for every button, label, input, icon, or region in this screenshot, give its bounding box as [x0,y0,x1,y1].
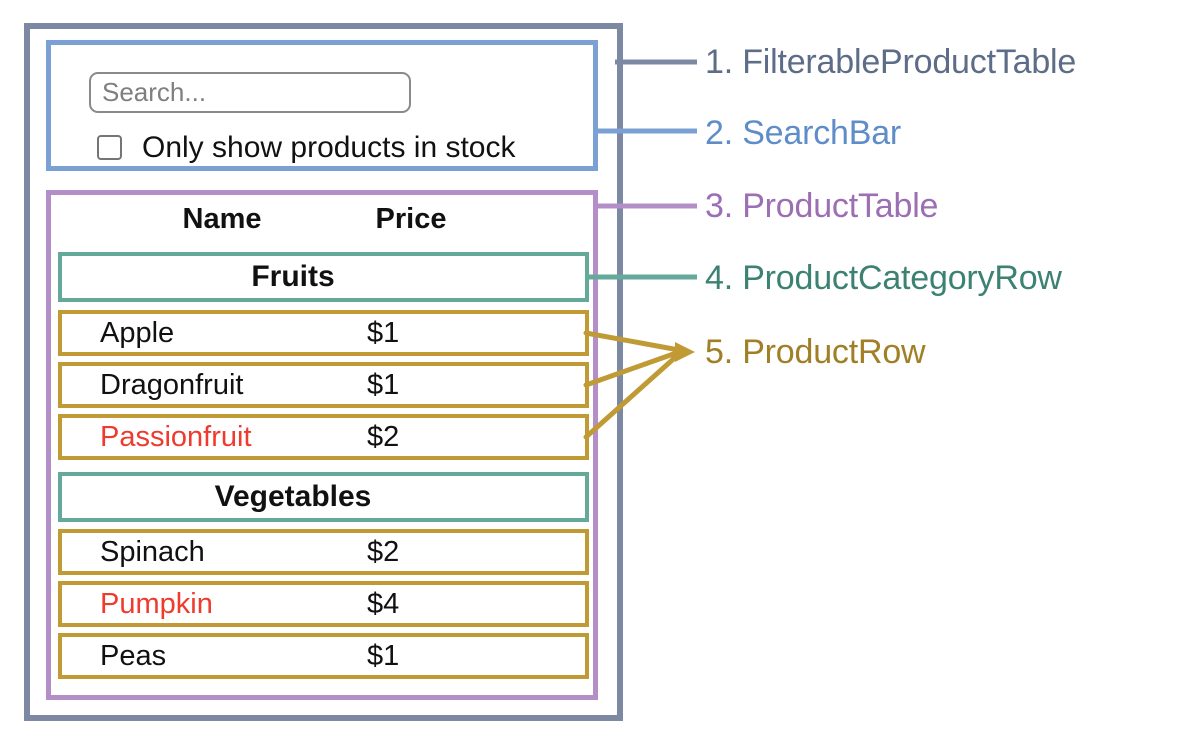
hierarchy-label-filterable-product-table: 1. FilterableProductTable [705,43,1077,81]
product-price: $2 [367,535,400,568]
product-name: Dragonfruit [100,368,244,401]
category-label: Vegetables [214,480,372,513]
product-name: Peas [100,639,167,672]
product-name: Apple [100,316,175,349]
product-row-passionfruit: Passionfruit $2 [58,414,589,460]
product-price: $2 [367,420,400,453]
hierarchy-label-product-row: 5. ProductRow [705,333,926,371]
product-name: Spinach [100,535,205,568]
category-row-vegetables: Vegetables [58,472,589,522]
product-name: Pumpkin [100,587,213,620]
column-header-name: Name [182,203,262,235]
arrowhead-product-row [675,342,695,362]
hierarchy-label-product-table: 3. ProductTable [705,187,939,225]
product-price: $1 [367,368,400,401]
in-stock-checkbox-label[interactable]: Only show products in stock [142,131,516,164]
product-name: Passionfruit [100,420,252,453]
product-price: $1 [367,639,400,672]
product-table-box [46,190,598,700]
product-row-peas: Peas $1 [58,633,589,679]
search-input[interactable] [89,72,411,113]
hierarchy-label-search-bar: 2. SearchBar [705,114,902,152]
category-row-fruits: Fruits [58,252,589,302]
product-row-pumpkin: Pumpkin $4 [58,581,589,627]
in-stock-checkbox[interactable] [97,135,122,160]
hierarchy-label-product-category-row: 4. ProductCategoryRow [705,259,1062,297]
product-row-spinach: Spinach $2 [58,529,589,575]
product-row-apple: Apple $1 [58,310,589,356]
product-price: $1 [367,316,400,349]
search-bar-box [46,40,598,171]
product-row-dragonfruit: Dragonfruit $1 [58,362,589,408]
product-price: $4 [367,587,400,620]
category-label: Fruits [251,260,335,293]
column-header-price: Price [375,203,447,235]
